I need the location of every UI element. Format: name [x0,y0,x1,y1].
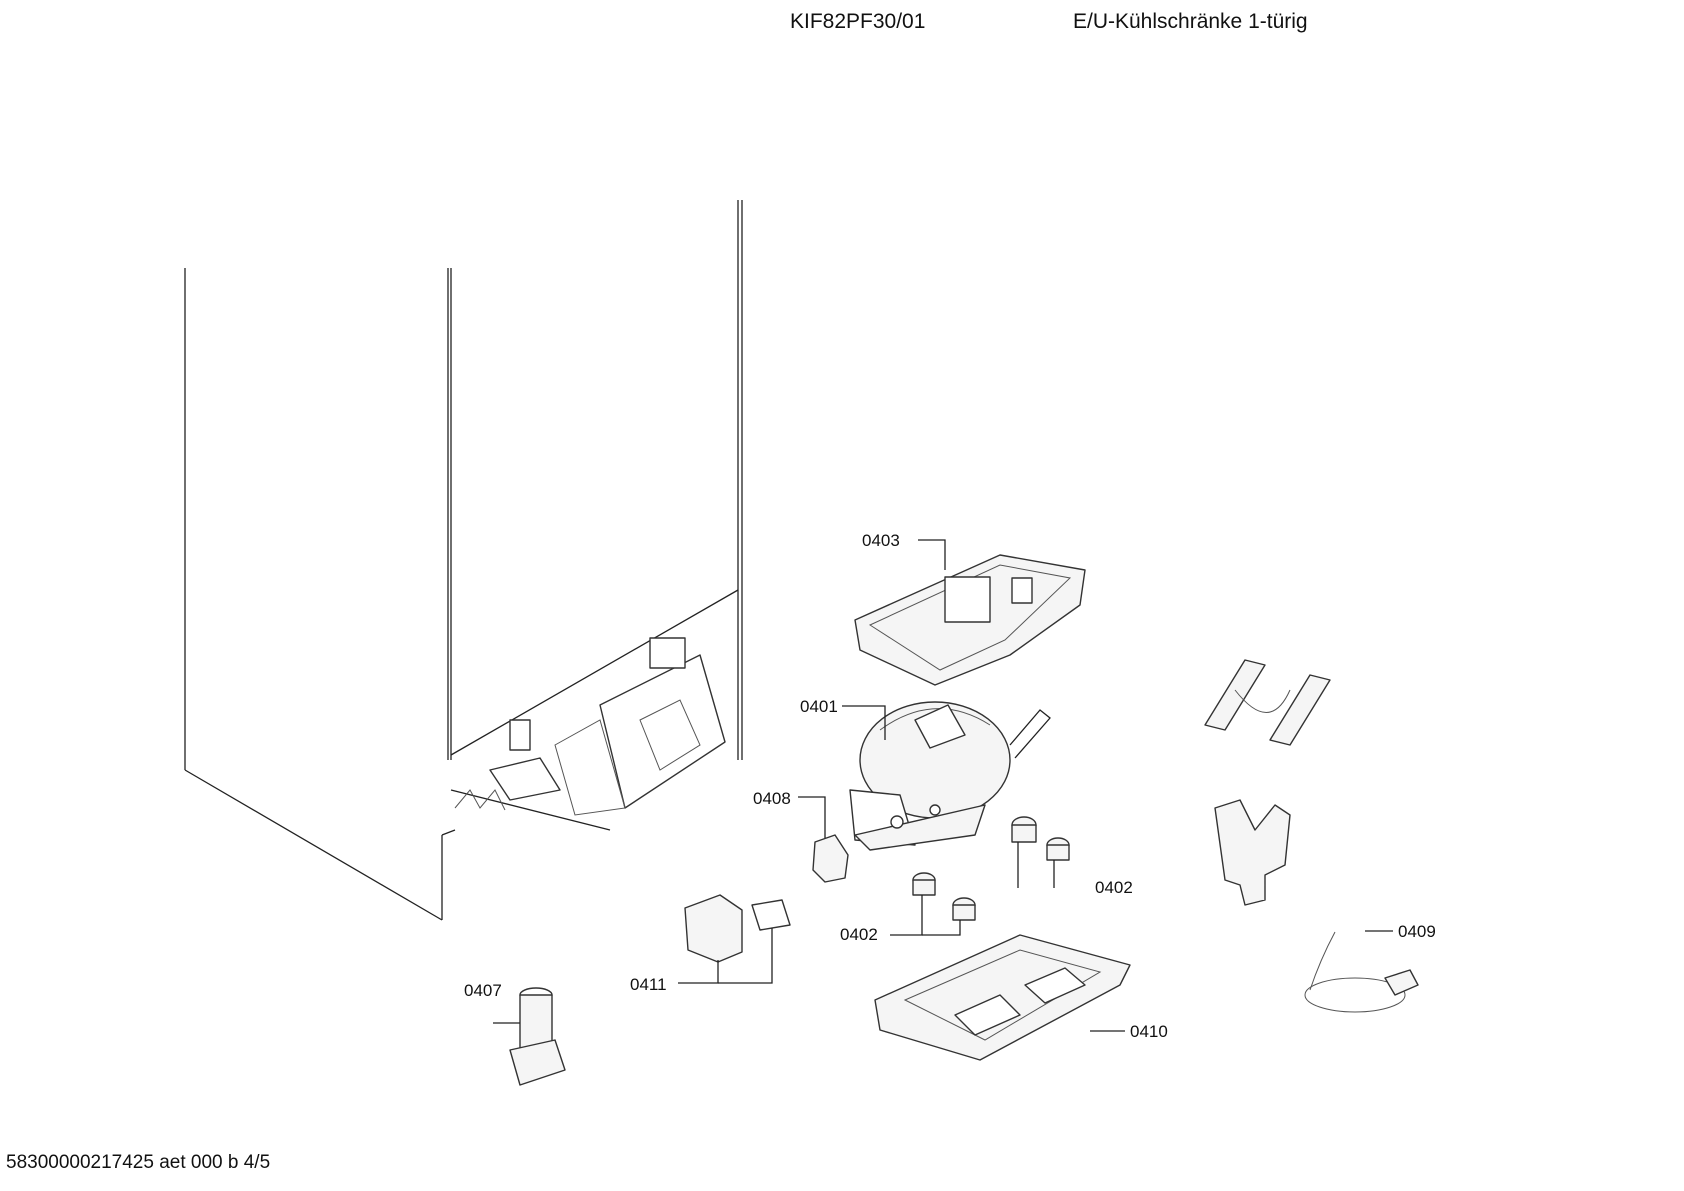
part-0403-evaporation-tray [854,554,1086,686]
part-0402-grommets [912,816,1070,921]
part-wiring-clips [1204,659,1331,746]
part-0407-fitting [509,987,566,1086]
callout-0410: 0410 [1130,1022,1168,1041]
model-number: KIF82PF30/01 [790,10,926,33]
document-footer: 58300000217425 aet 000 b 4/5 [6,1152,271,1173]
callout-0407: 0407 [464,981,502,1000]
part-holder [1214,799,1291,906]
callout-0403: 0403 [862,531,900,550]
diagram-title: E/U-Kühlschränke 1-türig [1073,10,1308,33]
part-0411-cover [684,894,791,963]
callout-0402-bottom: 0402 [840,925,878,944]
callout-0408: 0408 [753,789,791,808]
callout-0411: 0411 [630,975,667,994]
cabinet-body [184,200,743,921]
callout-0402-right: 0402 [1095,878,1133,897]
callout-0409: 0409 [1398,922,1436,941]
part-0408-relay [812,834,849,883]
callout-0401: 0401 [800,697,838,716]
part-0401-compressor [849,701,1051,851]
part-0409-power-cable [1304,931,1419,1013]
part-0410-base-plate [874,934,1131,1061]
